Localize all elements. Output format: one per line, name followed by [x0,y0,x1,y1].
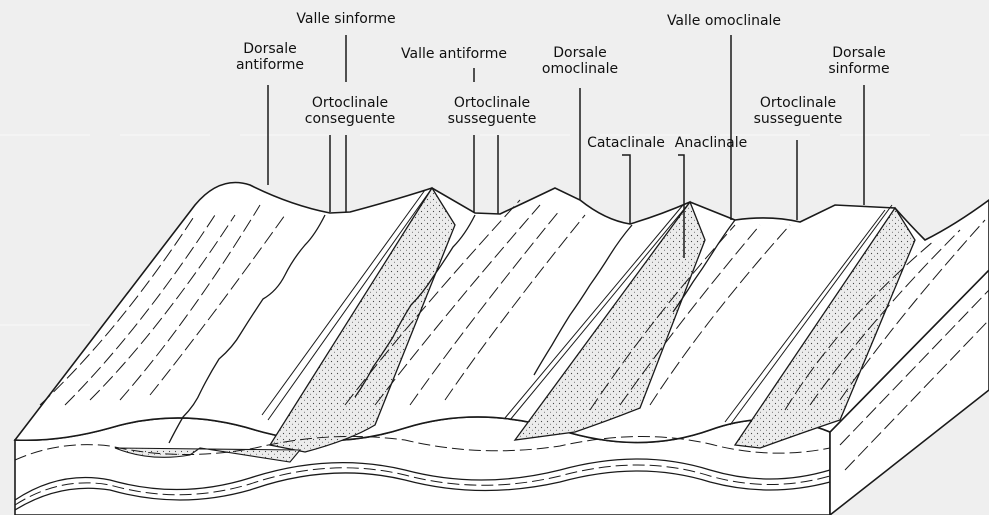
label-valle-antiforme: Valle antiforme [401,46,507,62]
label-ortoclinale-susseguente-1: Ortoclinale susseguente [448,95,537,127]
label-valle-omoclinale: Valle omoclinale [667,13,781,29]
label-dorsale-sinforme: Dorsale sinforme [828,45,889,77]
label-dorsale-omoclinale: Dorsale omoclinale [542,45,618,77]
label-dorsale-antiforme: Dorsale antiforme [236,41,304,73]
label-cataclinale: Cataclinale [587,135,665,151]
label-valle-sinforme: Valle sinforme [296,11,395,27]
label-ortoclinale-susseguente-2: Ortoclinale susseguente [754,95,843,127]
block-front-face [15,417,830,515]
label-ortoclinale-conseguente: Ortoclinale conseguente [305,95,395,127]
label-anaclinale: Anaclinale [675,135,747,151]
